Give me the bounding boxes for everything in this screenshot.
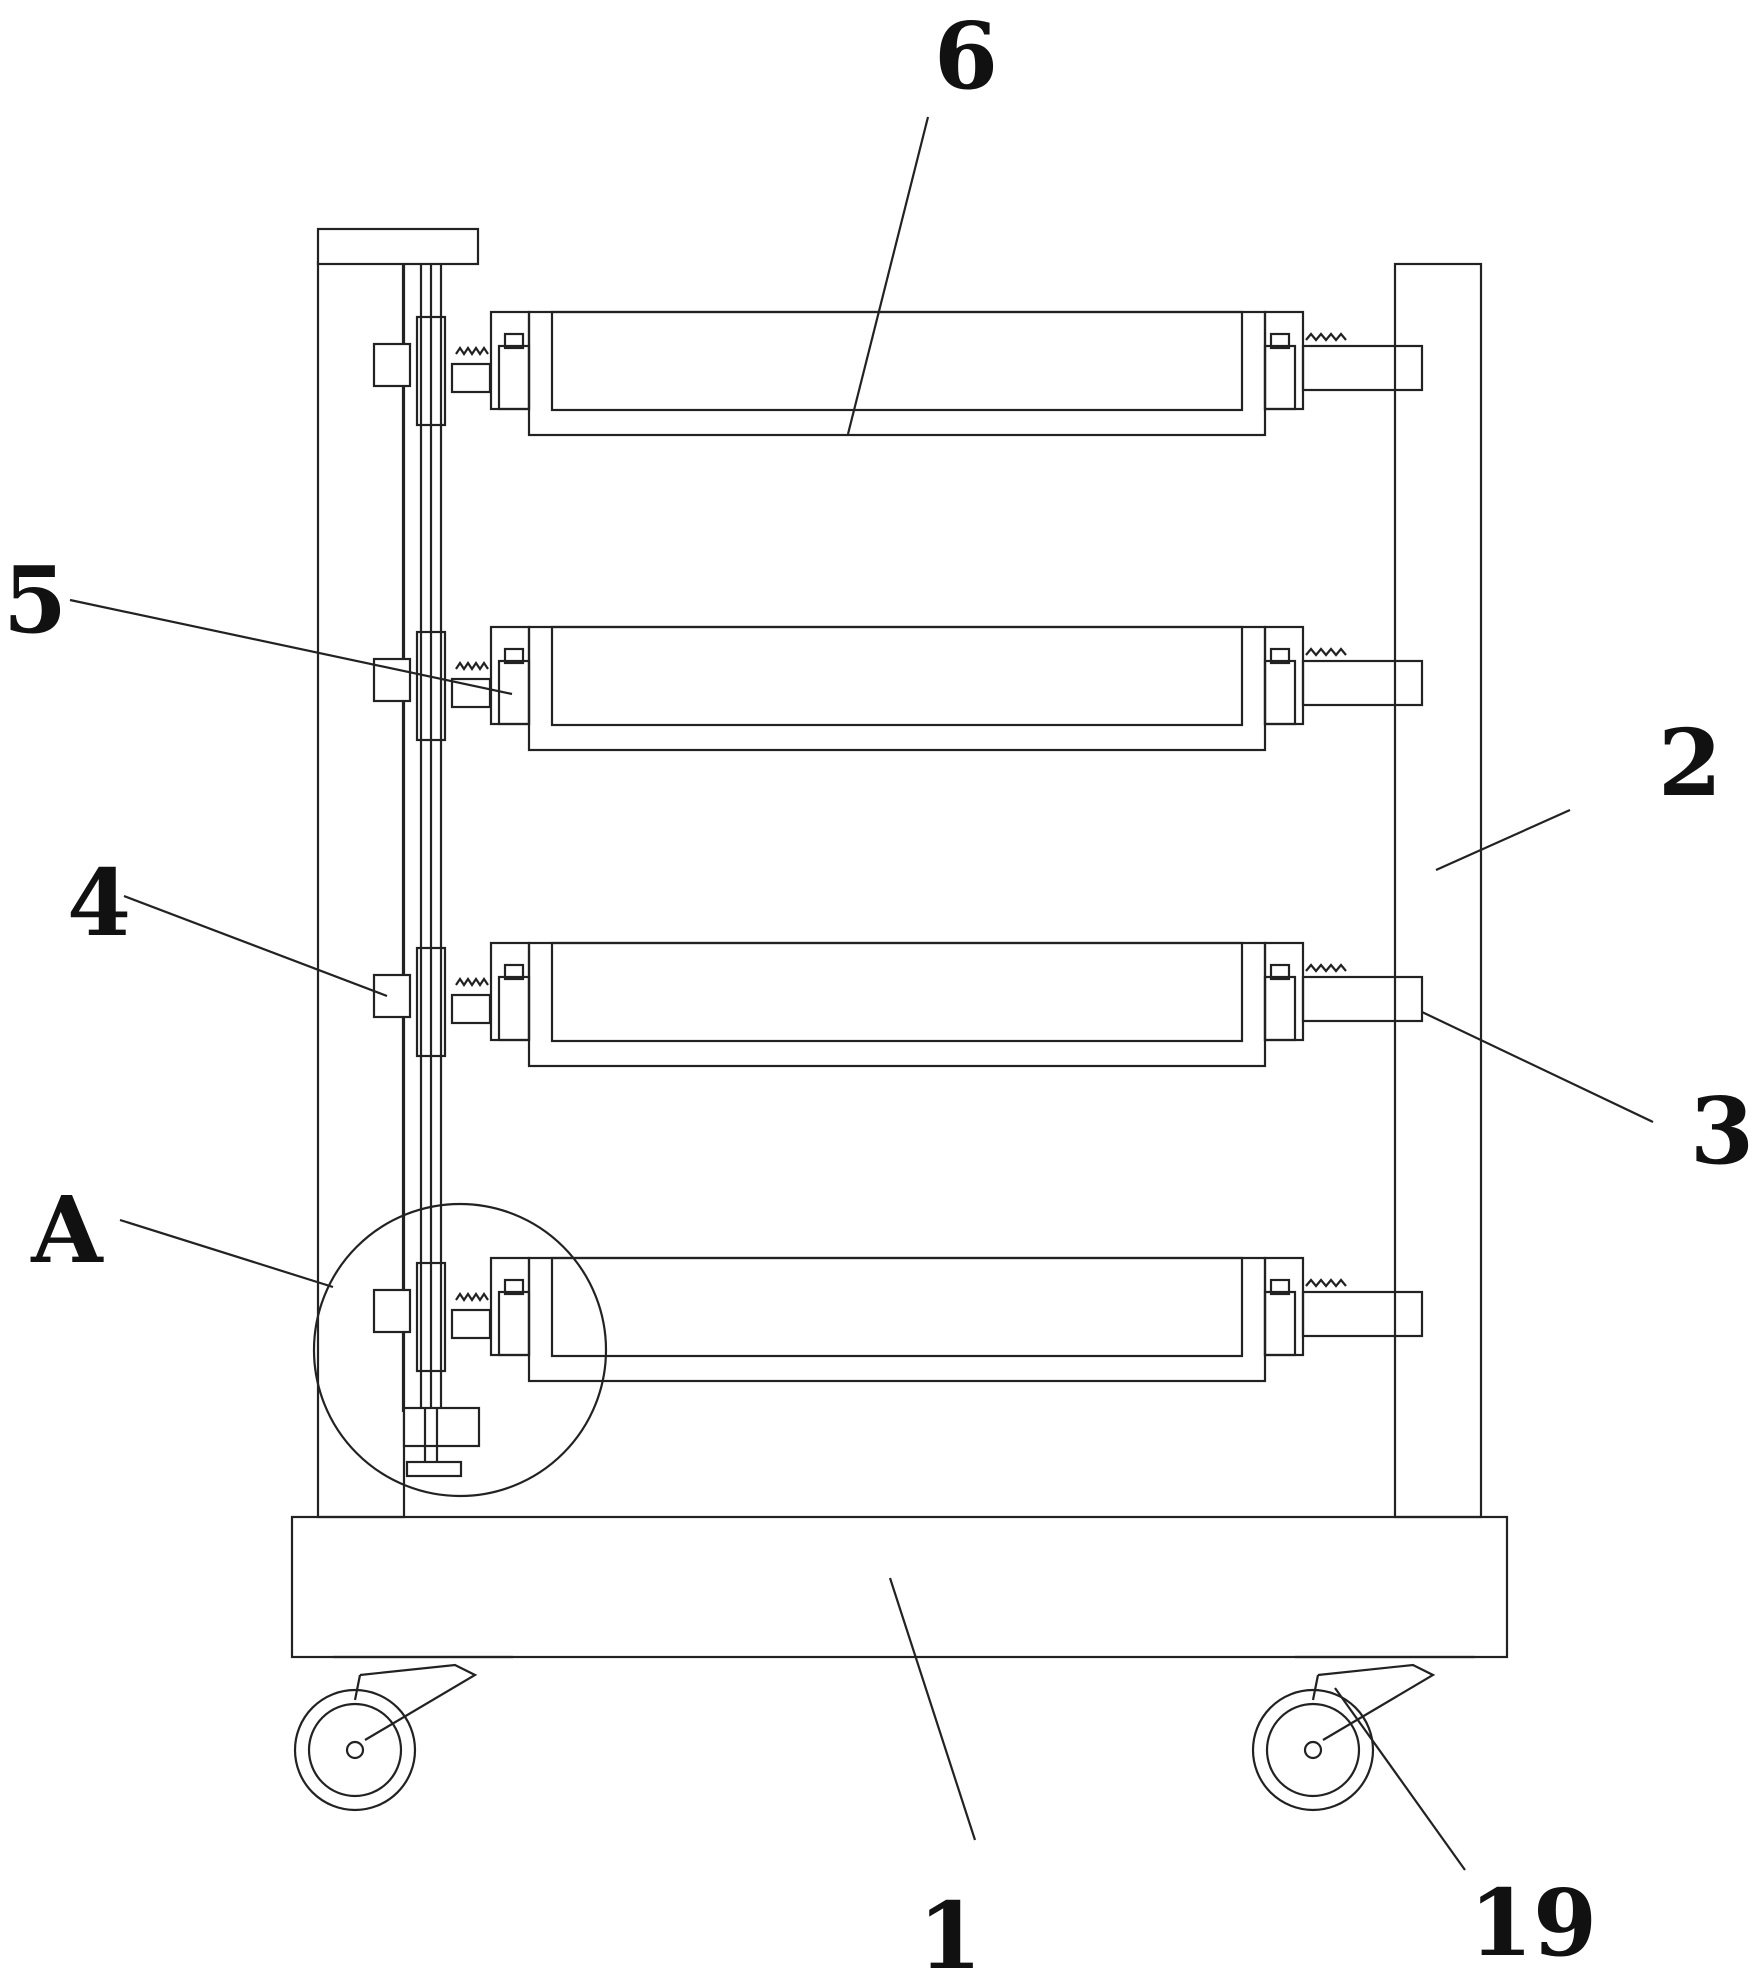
tray-inner [550, 625, 1244, 727]
right-bracket-hatch [1263, 975, 1297, 1042]
right-connector [1301, 1290, 1424, 1338]
caster-fork [1317, 1663, 1436, 1741]
rod-plate [415, 1261, 447, 1373]
shelf-2 [372, 625, 1424, 752]
right-bracket-hatch [1263, 1290, 1297, 1357]
rod-clamp [372, 973, 412, 1019]
right-connector [1301, 344, 1424, 392]
wheel-inner [307, 1702, 403, 1798]
label-3: 3 [1690, 1077, 1754, 1185]
right-connector [1301, 659, 1424, 707]
left-bracket [489, 310, 531, 411]
right-connector [1301, 975, 1424, 1023]
tray-inner [550, 941, 1244, 1043]
tray-inner [550, 1256, 1244, 1358]
right-spring [1305, 1278, 1347, 1288]
leader-5 [69, 598, 513, 696]
left-spring-box [503, 1278, 525, 1296]
rod-plate [415, 630, 447, 742]
top-cap [316, 227, 480, 266]
rod-plate [415, 946, 447, 1058]
label-5: 5 [3, 546, 67, 654]
base-platform [290, 1515, 1509, 1659]
left-connector [450, 362, 492, 394]
left-spring [455, 1292, 489, 1302]
left-connector [450, 677, 492, 709]
leader-6 [846, 116, 930, 435]
left-spring-box [503, 647, 525, 665]
left-connector [450, 993, 492, 1025]
caster-stem [353, 1674, 362, 1701]
tray-inner [550, 310, 1244, 412]
tray-outer [527, 625, 1267, 752]
caster-stem [1311, 1674, 1320, 1701]
shelf-4 [372, 1256, 1424, 1383]
left-bracket [489, 941, 531, 1042]
rod-clamp [372, 342, 412, 388]
right-spring-box [1269, 963, 1291, 981]
left-bracket-hatch [497, 344, 531, 411]
right-bracket-hatch [1263, 344, 1297, 411]
caster-right [1251, 1663, 1436, 1812]
wheel-outer [1251, 1688, 1375, 1812]
left-spring-box [503, 963, 525, 981]
leader-a [119, 1218, 334, 1289]
lower-nut [405, 1460, 463, 1478]
right-spring-box [1269, 647, 1291, 665]
wheel-inner [1265, 1702, 1361, 1798]
leader-3 [1421, 1011, 1654, 1123]
tray-outer [527, 310, 1267, 437]
rod-plate [415, 315, 447, 427]
tray-outer [527, 941, 1267, 1068]
label-19: 19 [1469, 1869, 1597, 1977]
rod-clamp [372, 1288, 412, 1334]
left-spring [455, 977, 489, 987]
right-spring-box [1269, 1278, 1291, 1296]
right-bracket [1263, 1256, 1305, 1357]
detail-circle-a [312, 1202, 608, 1498]
right-bracket [1263, 625, 1305, 726]
wheel-axle [345, 1740, 365, 1760]
lower-block [402, 1406, 481, 1448]
shelf-3 [372, 941, 1424, 1068]
right-spring [1305, 963, 1347, 973]
tray-outer [527, 1256, 1267, 1383]
left-bracket [489, 625, 531, 726]
left-spring [455, 661, 489, 671]
right-bracket [1263, 941, 1305, 1042]
left-spring-box [503, 332, 525, 350]
shelf-1 [372, 310, 1424, 437]
leader-2 [1435, 808, 1571, 872]
wheel-outer [293, 1688, 417, 1812]
leader-4 [123, 894, 388, 998]
casters [293, 1663, 1436, 1812]
left-bracket [489, 1256, 531, 1357]
right-spring [1305, 647, 1347, 657]
right-bracket [1263, 310, 1305, 411]
left-bracket-hatch [497, 975, 531, 1042]
wheel-axle [1303, 1740, 1323, 1760]
right-spring [1305, 332, 1347, 342]
right-spring-box [1269, 332, 1291, 350]
left-bracket-hatch [497, 659, 531, 726]
left-bracket-hatch [497, 1290, 531, 1357]
label-4: 4 [67, 849, 131, 957]
left-spring [455, 346, 489, 356]
shelves [372, 310, 1424, 1383]
right-upright [1393, 262, 1483, 1519]
caster-left [293, 1663, 478, 1812]
label-2: 2 [1658, 709, 1722, 817]
caster-fork [359, 1663, 478, 1741]
label-6: 6 [934, 2, 998, 110]
left-connector [450, 1308, 492, 1340]
label-1: 1 [918, 1882, 982, 1980]
leader-1 [888, 1577, 977, 1841]
label-a: A [30, 1176, 104, 1284]
right-bracket-hatch [1263, 659, 1297, 726]
leader-19 [1334, 1687, 1466, 1871]
